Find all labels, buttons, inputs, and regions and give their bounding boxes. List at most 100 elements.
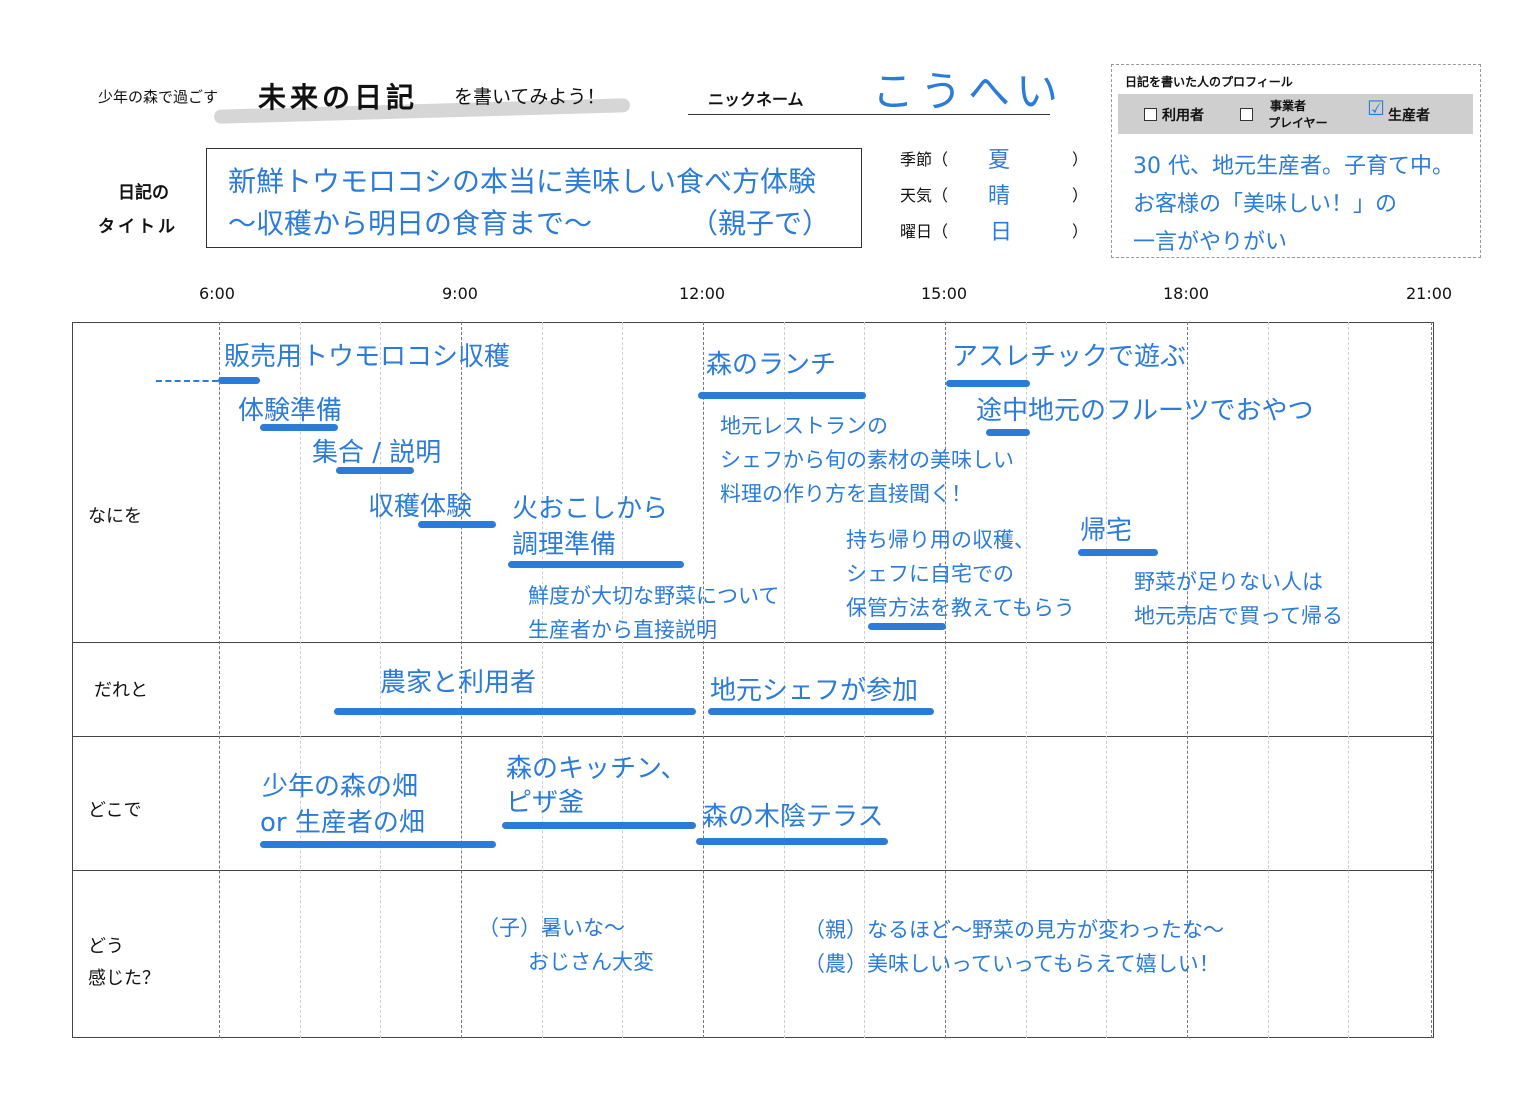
row-divider-1 xyxy=(72,642,1434,643)
gridline-minor xyxy=(380,322,381,1038)
pre-harvest-dashed-line xyxy=(156,380,218,382)
season-value[interactable]: 夏 xyxy=(988,148,1011,173)
bar-meet xyxy=(336,467,414,474)
tick-12: 12:00 xyxy=(679,284,726,303)
bar-snack xyxy=(986,429,1030,436)
note-home-1: 野菜が足りない人は xyxy=(1134,570,1323,594)
header-prefix: 少年の森で過ごす xyxy=(98,88,219,106)
gridline-minor xyxy=(864,322,865,1038)
event-harvest-exp: 収穫体験 xyxy=(368,492,473,522)
gridline-minor xyxy=(1106,322,1107,1038)
checkbox-checked-icon[interactable]: ☑ xyxy=(1367,96,1385,120)
bar-takehome xyxy=(868,623,946,630)
row-label-where: どこで xyxy=(88,800,142,821)
event-fire-1: 火おこしから xyxy=(512,494,669,524)
diary-title-label-1: 日記の xyxy=(118,183,169,203)
season-label: 季節（ xyxy=(900,150,949,169)
diary-title-line-2: ～収穫から明日の食育まで～ xyxy=(228,207,593,240)
nickname-label: ニックネーム xyxy=(708,90,804,109)
bar-prep xyxy=(260,424,338,431)
nickname-underline xyxy=(688,114,1050,115)
tick-6: 6:00 xyxy=(199,284,235,303)
gridline-15 xyxy=(945,322,946,1038)
option-business-label-1: 事業者 xyxy=(1270,99,1307,113)
weekday-label: 曜日（ xyxy=(900,222,949,241)
bar-harvest-sale xyxy=(218,377,260,384)
gridline-9 xyxy=(461,322,462,1038)
weekday-close: ） xyxy=(1072,222,1089,241)
bar-fire xyxy=(508,561,684,568)
tick-15: 15:00 xyxy=(921,284,968,303)
note-lunch-1: 地元レストランの xyxy=(720,414,888,438)
where-kitchen-1: 森のキッチン、 xyxy=(506,754,687,784)
option-business-label-2: プレイヤー xyxy=(1268,116,1328,130)
where-kitchen-2: ピザ釜 xyxy=(506,788,585,818)
option-producer-label: 生産者 xyxy=(1388,108,1430,124)
row-divider-3 xyxy=(72,870,1434,871)
bar-lunch xyxy=(698,392,866,399)
bar-athletic xyxy=(946,380,1030,387)
option-user-label: 利用者 xyxy=(1162,108,1204,124)
note-fire-2: 生産者から直接説明 xyxy=(528,618,717,642)
note-lunch-3: 料理の作り方を直接聞く！ xyxy=(720,482,972,506)
event-harvest-sale: 販売用トウモロコシ収穫 xyxy=(224,342,511,372)
diary-title-line-1: 新鮮トウモロコシの本当に美味しい食べ方体験 xyxy=(228,165,817,198)
diary-title-label-2: タイトル xyxy=(98,217,178,237)
row-divider-2 xyxy=(72,736,1434,737)
gridline-minor xyxy=(1348,322,1349,1038)
gridline-12 xyxy=(703,322,704,1038)
timeline-grid xyxy=(72,322,1434,1038)
note-fire-1: 鮮度が大切な野菜について xyxy=(528,584,780,608)
profile-box xyxy=(1111,64,1481,258)
gridline-minor xyxy=(784,322,785,1038)
gridline-minor xyxy=(300,322,301,1038)
gridline-minor xyxy=(542,322,543,1038)
option-user-checkbox[interactable] xyxy=(1144,108,1157,121)
profile-text-2: お客様の「美味しい！」の xyxy=(1133,192,1398,217)
where-terrace: 森の木陰テラス xyxy=(702,802,884,832)
note-takehome-2: シェフに自宅での xyxy=(846,562,1014,586)
note-takehome-1: 持ち帰り用の収穫、 xyxy=(846,528,1035,552)
bar-where-terrace xyxy=(696,838,888,845)
season-close: ） xyxy=(1072,150,1089,169)
who-farmers: 農家と利用者 xyxy=(380,668,537,698)
row-label-feel-2: 感じた？ xyxy=(88,968,160,989)
row-label-feel-1: どう xyxy=(88,936,124,957)
event-lunch: 森のランチ xyxy=(706,350,837,380)
profile-text-1: 30 代、地元生産者。子育て中。 xyxy=(1133,154,1454,179)
weather-label: 天気（ xyxy=(900,186,949,205)
weather-close: ） xyxy=(1072,186,1089,205)
note-takehome-3: 保管方法を教えてもらう xyxy=(846,596,1075,620)
bar-who-farmers xyxy=(334,708,696,715)
row-label-what: なにを xyxy=(88,506,142,527)
diary-title-line-3: （親子で） xyxy=(690,207,831,240)
who-chef: 地元シェフが参加 xyxy=(710,676,919,706)
diary-title-box[interactable] xyxy=(206,148,862,248)
gridline-18 xyxy=(1187,322,1188,1038)
nickname-value[interactable]: こうへい xyxy=(872,67,1065,116)
bar-home xyxy=(1078,549,1158,556)
event-fire-2: 調理準備 xyxy=(512,530,617,560)
weather-value[interactable]: 晴 xyxy=(988,184,1011,209)
profile-option-bar xyxy=(1118,94,1473,134)
tick-18: 18:00 xyxy=(1163,284,1210,303)
gridline-21 xyxy=(1431,322,1432,1038)
where-field-1: 少年の森の畑 xyxy=(262,772,419,802)
gridline-minor xyxy=(1026,322,1027,1038)
event-snack: 途中地元のフルーツでおやつ xyxy=(976,396,1314,426)
event-meet: 集合 / 説明 xyxy=(312,438,442,468)
note-home-2: 地元売店で買って帰る xyxy=(1134,604,1343,628)
profile-heading: 日記を書いた人のプロフィール xyxy=(1125,75,1293,89)
weekday-value[interactable]: 日 xyxy=(990,220,1013,245)
profile-text-3: 一言がやりがい xyxy=(1133,230,1288,255)
feel-child-2: おじさん大変 xyxy=(528,950,654,974)
gridline-6 xyxy=(219,322,220,1038)
feel-child-1: （子）暑いな～ xyxy=(478,916,625,940)
option-business-checkbox[interactable] xyxy=(1240,108,1253,121)
bar-who-chef xyxy=(708,708,934,715)
feel-farmer: （農）美味しいっていってもらえて嬉しい！ xyxy=(804,952,1220,976)
bar-where-kitchen xyxy=(502,822,696,829)
gridline-minor xyxy=(622,322,623,1038)
tick-9: 9:00 xyxy=(442,284,478,303)
event-home: 帰宅 xyxy=(1080,516,1133,546)
